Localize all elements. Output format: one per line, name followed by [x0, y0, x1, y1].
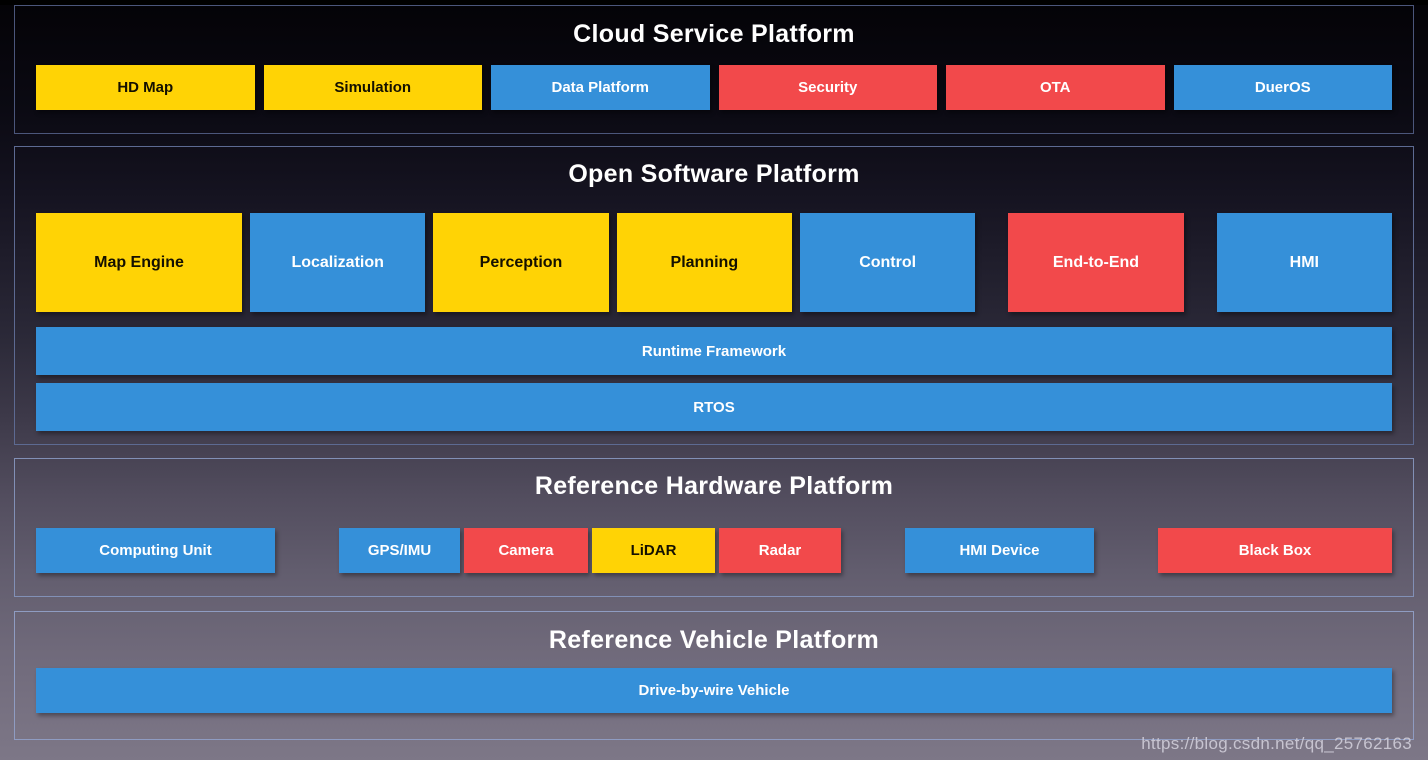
- bar-runtime-framework: Runtime Framework: [36, 327, 1392, 375]
- box-gps-imu: GPS/IMU: [339, 528, 460, 573]
- box-security: Security: [718, 65, 937, 110]
- hardware-row: Computing Unit GPS/IMU Camera LiDAR Rada…: [36, 528, 1392, 573]
- section-cloud-service-platform: Cloud Service Platform HD Map Simulation…: [14, 5, 1414, 134]
- vehicle-platform-title: Reference Vehicle Platform: [548, 626, 880, 654]
- box-perception: Perception: [433, 213, 609, 312]
- bar-rtos: RTOS: [36, 383, 1392, 431]
- box-dueros: DuerOS: [1173, 65, 1392, 110]
- box-map-engine: Map Engine: [36, 213, 242, 312]
- box-end-to-end: End-to-End: [1008, 213, 1184, 312]
- section-open-software-platform: Open Software Platform Map Engine Locali…: [14, 146, 1414, 445]
- cloud-platform-title: Cloud Service Platform: [573, 20, 855, 48]
- watermark-url: https://blog.csdn.net/qq_25762163: [1141, 734, 1412, 753]
- box-localization: Localization: [250, 213, 426, 312]
- software-modules-row: Map Engine Localization Perception Plann…: [36, 213, 1392, 312]
- software-platform-title: Open Software Platform: [568, 160, 860, 188]
- hardware-platform-title: Reference Hardware Platform: [534, 472, 894, 500]
- box-ota: OTA: [946, 65, 1165, 110]
- bar-drive-by-wire-vehicle: Drive-by-wire Vehicle: [36, 668, 1392, 713]
- box-hmi: HMI: [1216, 213, 1392, 312]
- sensor-cluster: GPS/IMU Camera LiDAR Radar: [339, 528, 841, 573]
- box-simulation: Simulation: [263, 65, 482, 110]
- box-black-box: Black Box: [1158, 528, 1392, 573]
- box-computing-unit: Computing Unit: [36, 528, 275, 573]
- box-radar: Radar: [719, 528, 841, 573]
- section-reference-vehicle-platform: Reference Vehicle Platform Drive-by-wire…: [14, 611, 1414, 740]
- box-camera: Camera: [464, 528, 588, 573]
- apollo-architecture-diagram: Cloud Service Platform HD Map Simulation…: [0, 5, 1428, 760]
- box-planning: Planning: [616, 213, 792, 312]
- box-hd-map: HD Map: [36, 65, 255, 110]
- section-reference-hardware-platform: Reference Hardware Platform Computing Un…: [14, 458, 1414, 597]
- box-lidar: LiDAR: [592, 528, 715, 573]
- box-hmi-device: HMI Device: [905, 528, 1094, 573]
- box-data-platform: Data Platform: [491, 65, 710, 110]
- box-control: Control: [799, 213, 976, 312]
- cloud-services-row: HD Map Simulation Data Platform Security…: [36, 65, 1392, 110]
